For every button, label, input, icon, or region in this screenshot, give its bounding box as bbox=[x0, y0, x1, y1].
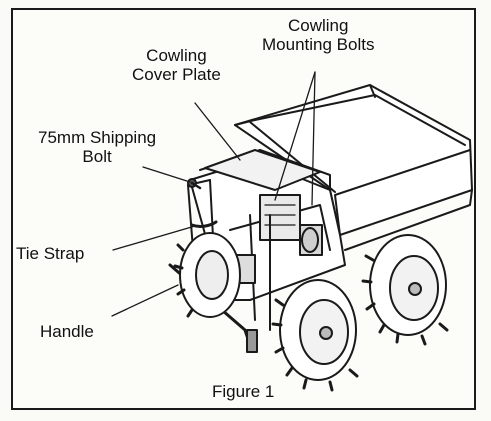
leader-handle bbox=[111, 284, 179, 317]
rear-right-wheel bbox=[361, 234, 449, 346]
shipping-bolt bbox=[187, 178, 202, 190]
label-cowling-mounting-bolts: Cowling Mounting Bolts bbox=[262, 16, 375, 54]
label-cowling-cover-plate: Cowling Cover Plate bbox=[132, 46, 221, 84]
label-handle: Handle bbox=[40, 322, 94, 341]
leader-mounting-bolt-1 bbox=[274, 71, 316, 201]
front-right-wheel bbox=[271, 279, 359, 392]
label-shipping-bolt: 75mm Shipping Bolt bbox=[38, 128, 157, 166]
leader-shipping-bolt bbox=[142, 166, 191, 183]
leader-cover-plate bbox=[194, 102, 241, 161]
leader-mounting-bolt-2 bbox=[311, 71, 316, 206]
engine-block bbox=[259, 194, 323, 256]
label-tie-strap: Tie Strap bbox=[16, 244, 85, 263]
figure-caption: Figure 1 bbox=[212, 382, 275, 401]
callout-leaders bbox=[111, 71, 316, 317]
leader-tie-strap bbox=[112, 225, 196, 251]
cowling-cover-plate bbox=[204, 149, 321, 191]
front-left-wheel bbox=[173, 232, 241, 318]
